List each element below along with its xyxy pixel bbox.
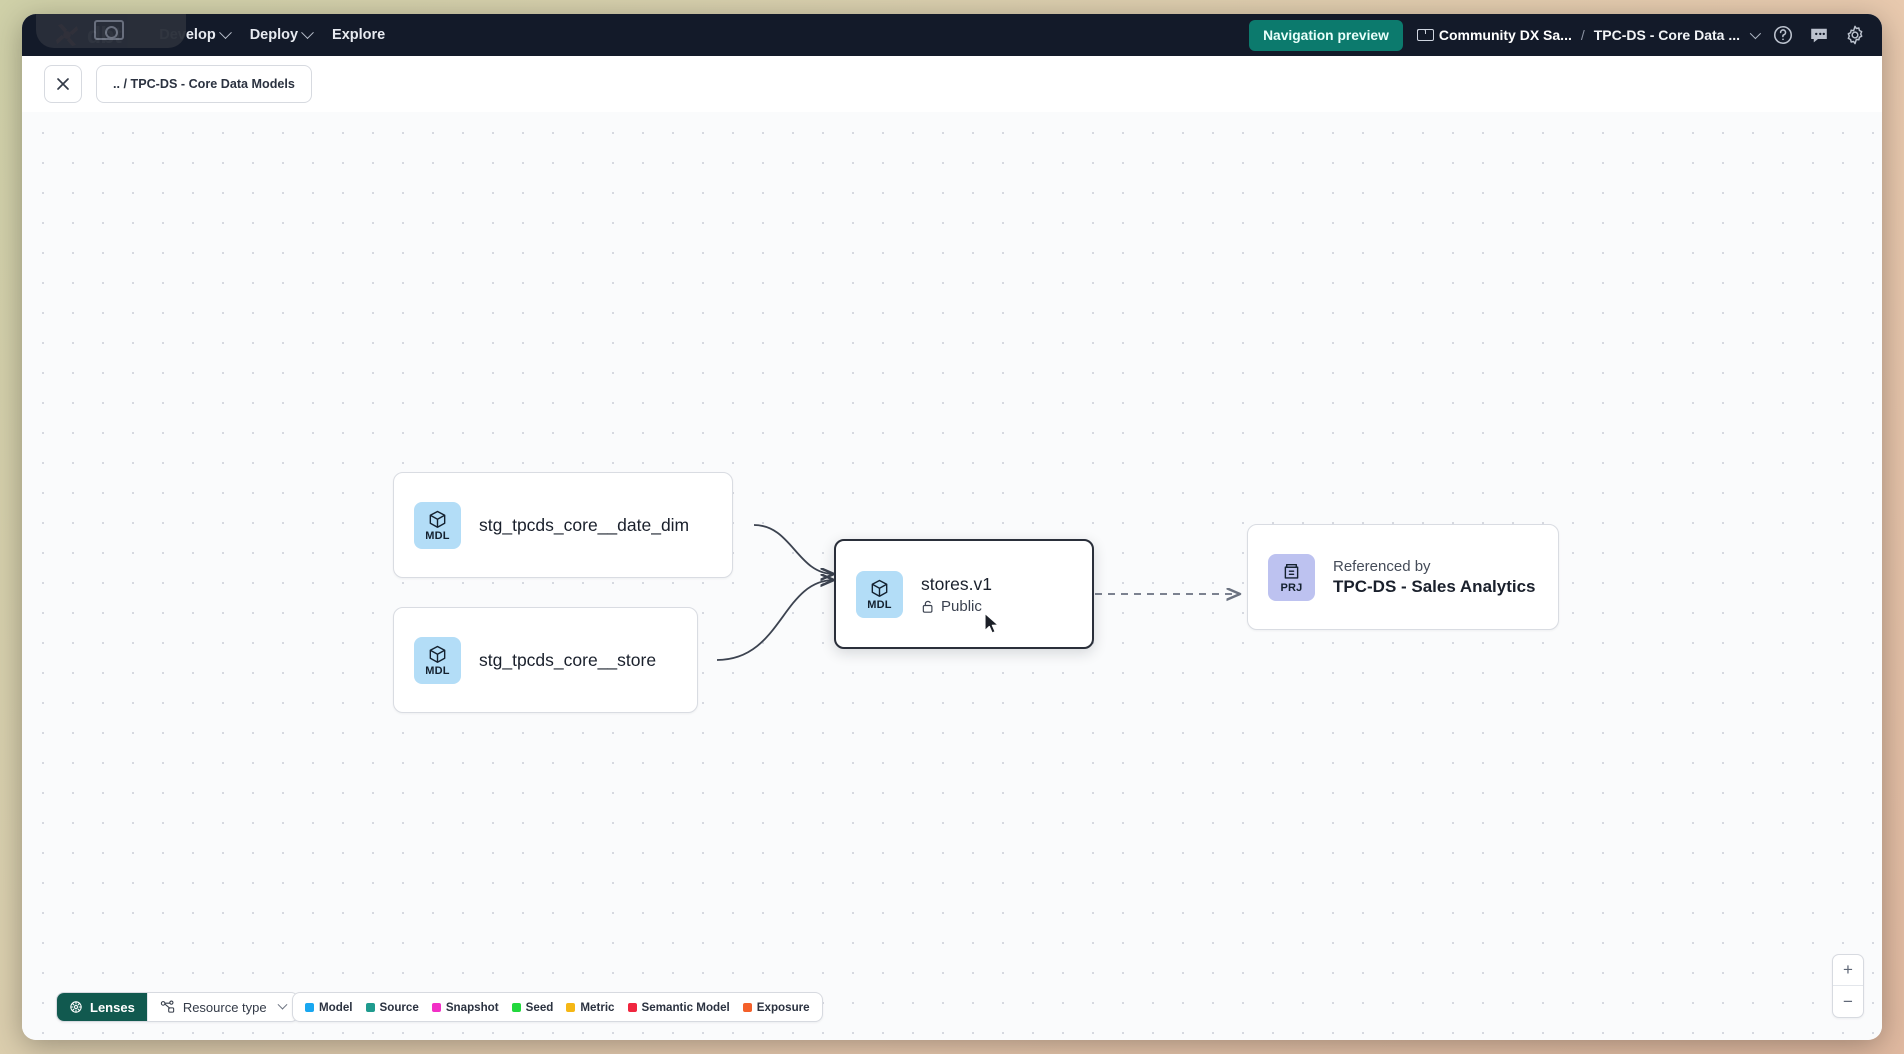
node-eyebrow: Referenced by — [1333, 557, 1431, 575]
lineage-edges — [716, 524, 1882, 661]
close-icon — [57, 78, 69, 90]
nav-item-deploy[interactable]: Deploy — [240, 21, 322, 49]
legend-label: Semantic Model — [641, 1000, 730, 1014]
cube-icon — [429, 510, 446, 528]
legend-item-exposure: Exposure — [742, 1000, 810, 1014]
legend-item-semantic-model: Semantic Model — [627, 1000, 730, 1014]
close-lineage-button[interactable] — [44, 65, 82, 103]
camera-notch — [36, 14, 186, 48]
legend-swatch — [511, 1002, 521, 1012]
legend-swatch — [305, 1002, 314, 1012]
node-referenced-by-project[interactable]: PRJ Referenced by TPC-DS - Sales Analyti… — [1247, 524, 1559, 630]
model-badge-label: MDL — [867, 598, 892, 611]
navigation-preview-button[interactable]: Navigation preview — [1249, 19, 1403, 51]
breadcrumb-project-pill[interactable]: .. / TPC-DS - Core Data Models — [96, 65, 312, 103]
resource-type-label: Resource type — [182, 999, 267, 1015]
legend-swatch — [431, 1002, 441, 1012]
nav-item-explore-label: Explore — [332, 27, 386, 43]
chevron-down-icon — [218, 25, 232, 39]
camera-icon — [94, 20, 124, 40]
legend-item-snapshot: Snapshot — [431, 1000, 499, 1014]
node-title: stg_tpcds_core__date_dim — [479, 514, 690, 535]
zoom-out-button[interactable]: − — [1843, 991, 1853, 1011]
chevron-down-icon[interactable] — [1749, 27, 1762, 40]
app-window: dbt Develop Deploy Explore Navigation pr… — [22, 14, 1882, 1040]
model-badge: MDL — [414, 636, 461, 684]
legend-item-source: Source — [365, 1000, 419, 1014]
resource-type-dropdown[interactable]: Resource type — [146, 993, 298, 1021]
legend-swatch — [566, 1002, 576, 1012]
legend-swatch — [742, 1002, 752, 1012]
node-stg-tpcds-core-date-dim[interactable]: MDL stg_tpcds_core__date_dim — [393, 472, 733, 578]
lineage-toolbar: .. / TPC-DS - Core Data Models — [22, 56, 1882, 112]
zoom-controls: + − — [1832, 954, 1864, 1018]
gear-icon[interactable] — [1844, 24, 1866, 46]
resource-type-legend: Model Source Snapshot Seed Metric Semant… — [292, 992, 823, 1022]
lenses-button[interactable]: Lenses — [57, 993, 147, 1021]
legend-label: Source — [379, 1000, 419, 1014]
chat-bubble-icon[interactable] — [1808, 24, 1830, 46]
breadcrumb-separator: / — [1580, 27, 1585, 43]
project-badge: PRJ — [1268, 553, 1315, 601]
unlock-icon — [922, 600, 933, 613]
legend-label: Seed — [525, 1000, 554, 1014]
lenses-control-group: Lenses Resource type — [56, 992, 299, 1022]
nodes-icon — [160, 1000, 174, 1013]
edge-store-to-stores — [716, 580, 834, 661]
breadcrumb-account[interactable]: Community DX Sa... — [1416, 27, 1572, 43]
nav-item-explore[interactable]: Explore — [322, 21, 395, 49]
legend-item-model: Model — [305, 1001, 353, 1014]
legend-label: Exposure — [756, 1000, 810, 1014]
legend-label: Metric — [580, 1000, 615, 1014]
zoom-in-button[interactable]: + — [1833, 955, 1863, 986]
legend-swatch — [627, 1002, 637, 1012]
lens-icon — [70, 1001, 82, 1013]
legend-label: Snapshot — [445, 1000, 499, 1014]
node-access-label: Public — [941, 597, 982, 615]
chevron-down-icon — [301, 25, 314, 39]
chevron-down-icon — [277, 999, 288, 1010]
top-navigation-bar: dbt Develop Deploy Explore Navigation pr… — [22, 14, 1882, 56]
legend-item-metric: Metric — [566, 1000, 615, 1014]
lineage-canvas[interactable]: MDL stg_tpcds_core__date_dim MDL stg_tpc… — [22, 112, 1882, 1040]
question-circle-icon[interactable] — [1772, 24, 1794, 46]
breadcrumb-project-label: TPC-DS - Core Data ... — [1593, 27, 1740, 43]
node-stores-v1[interactable]: MDL stores.v1 Public — [834, 539, 1094, 649]
node-stg-tpcds-core-store[interactable]: MDL stg_tpcds_core__store — [393, 607, 698, 713]
node-title: stg_tpcds_core__store — [479, 649, 657, 670]
lenses-button-label: Lenses — [90, 999, 135, 1015]
model-badge-label: MDL — [425, 529, 450, 542]
cube-icon — [871, 579, 888, 597]
project-badge-label: PRJ — [1280, 581, 1303, 594]
cube-icon — [429, 645, 446, 663]
model-badge: MDL — [856, 570, 903, 618]
node-access: Public — [921, 598, 992, 615]
edge-date-dim-to-stores — [753, 524, 834, 574]
model-badge: MDL — [414, 501, 461, 549]
legend-item-seed: Seed — [511, 1000, 554, 1014]
node-text-block: stores.v1 Public — [921, 574, 992, 615]
node-title: stores.v1 — [921, 573, 992, 594]
legend-label: Model — [319, 1000, 353, 1014]
model-badge-label: MDL — [425, 664, 450, 677]
nav-item-deploy-label: Deploy — [249, 27, 299, 43]
breadcrumb-account-label: Community DX Sa... — [1438, 27, 1572, 43]
breadcrumb-project[interactable]: TPC-DS - Core Data ... — [1594, 27, 1740, 43]
legend-swatch — [365, 1002, 375, 1012]
folder-icon — [1416, 29, 1434, 41]
node-title: TPC-DS - Sales Analytics — [1333, 576, 1536, 596]
project-stack-icon — [1284, 563, 1299, 579]
node-text-block: Referenced by TPC-DS - Sales Analytics — [1333, 558, 1536, 597]
